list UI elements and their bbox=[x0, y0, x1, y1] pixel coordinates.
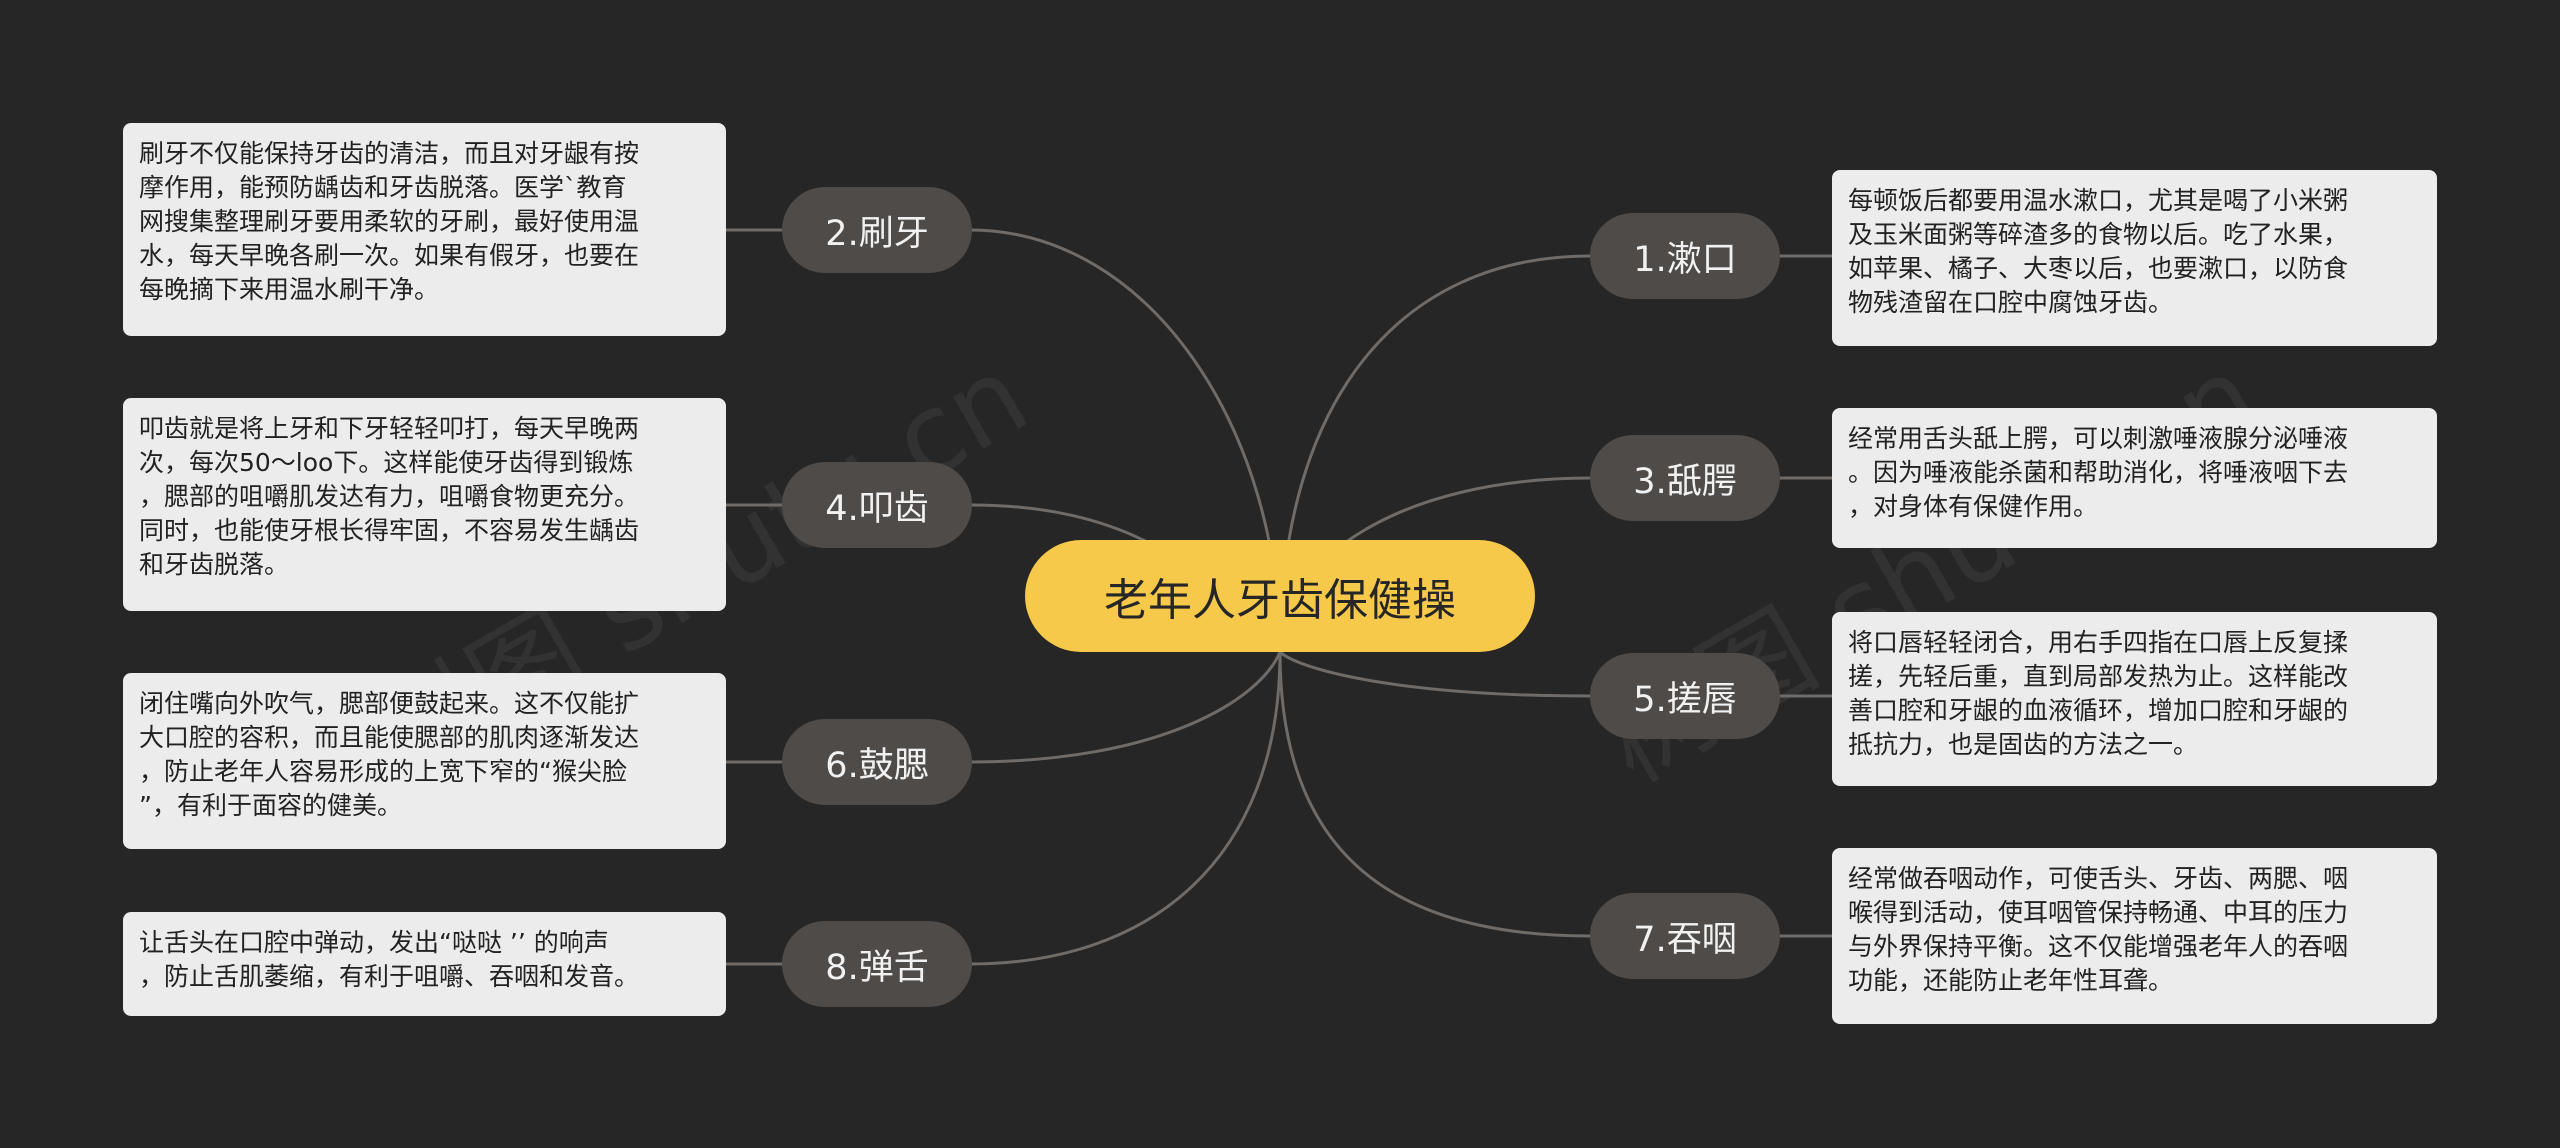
leaf-swallow: 经常做吞咽动作，可使舌头、牙齿、两腮、咽 喉得到活动，使耳咽管保持畅通、中耳的压… bbox=[1832, 848, 2437, 1024]
connector-b7 bbox=[1278, 651, 1591, 938]
connector-b6 bbox=[969, 651, 1282, 764]
branch-flick-tongue[interactable]: 8.弹舌 bbox=[782, 921, 972, 1007]
leaf-palate: 经常用舌头舐上腭，可以刺激唾液腺分泌唾液 。因为唾液能杀菌和帮助消化，将唾液咽下… bbox=[1832, 408, 2437, 548]
branch-tap-teeth[interactable]: 4.叩齿 bbox=[782, 462, 972, 548]
leaf-lips: 将口唇轻轻闭合，用右手四指在口唇上反复揉 搓，先轻后重，直到局部发热为止。这样能… bbox=[1832, 612, 2437, 786]
branch-palate[interactable]: 3.舐腭 bbox=[1590, 435, 1780, 521]
leaf-rinse: 每顿饭后都要用温水漱口，尤其是喝了小米粥 及玉米面粥等碎渣多的食物以后。吃了水果… bbox=[1832, 170, 2437, 346]
branch-rinse[interactable]: 1.漱口 bbox=[1590, 213, 1780, 299]
branch-puff-cheeks[interactable]: 6.鼓腮 bbox=[782, 719, 972, 805]
central-topic[interactable]: 老年人牙齿保健操 bbox=[1025, 540, 1535, 652]
leaf-puff-cheeks: 闭住嘴向外吹气，腮部便鼓起来。这不仅能扩 大口腔的容积，而且能使腮部的肌肉逐渐发… bbox=[123, 673, 726, 849]
connector-b5 bbox=[1278, 650, 1591, 698]
branch-brush[interactable]: 2.刷牙 bbox=[782, 187, 972, 273]
leaf-tap-teeth: 叩齿就是将上牙和下牙轻轻叩打，每天早晚两 次，每次50～loo下。这样能使牙齿得… bbox=[123, 398, 726, 611]
branch-swallow[interactable]: 7.吞咽 bbox=[1590, 893, 1780, 979]
leaf-flick-tongue: 让舌头在口腔中弹动，发出“哒哒 ’’ 的响声 ，防止舌肌萎缩，有利于咀嚼、吞咽和… bbox=[123, 912, 726, 1016]
connector-b8 bbox=[969, 651, 1282, 966]
leaf-brush: 刷牙不仅能保持牙齿的清洁，而且对牙龈有按 摩作用，能预防龋齿和牙齿脱落。医学`教… bbox=[123, 123, 726, 336]
branch-lips[interactable]: 5.搓唇 bbox=[1590, 653, 1780, 739]
